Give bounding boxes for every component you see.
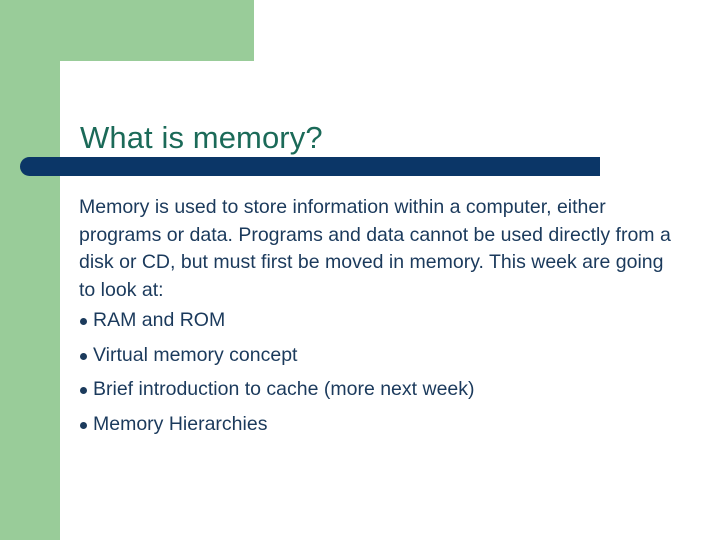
list-item-label: Memory Hierarchies: [93, 412, 268, 435]
bullet-list: RAM and ROM Virtual memory concept Brief…: [79, 307, 689, 438]
list-item: Brief introduction to cache (more next w…: [79, 376, 689, 404]
list-item: Virtual memory concept: [79, 342, 689, 370]
slide-title: What is memory?: [80, 119, 323, 155]
list-item-label: Virtual memory concept: [93, 343, 298, 366]
bullet-dot-icon: [80, 421, 87, 429]
bullet-dot-icon: [80, 318, 87, 325]
list-item: Memory Hierarchies: [79, 411, 689, 439]
list-item-label: RAM and ROM: [93, 309, 226, 331]
green-left-strip: [0, 0, 60, 540]
content-panel: [60, 61, 720, 540]
title-rule-bar: [20, 157, 600, 176]
list-item-label: Brief introduction to cache (more next w…: [93, 378, 475, 400]
list-item: RAM and ROM: [79, 307, 689, 335]
body-paragraph: Memory is used to store information with…: [79, 196, 671, 301]
bullet-dot-icon: [80, 352, 87, 360]
green-top-block: [0, 0, 254, 61]
slide-body: Memory is used to store information with…: [79, 194, 689, 445]
bullet-dot-icon: [80, 387, 87, 394]
